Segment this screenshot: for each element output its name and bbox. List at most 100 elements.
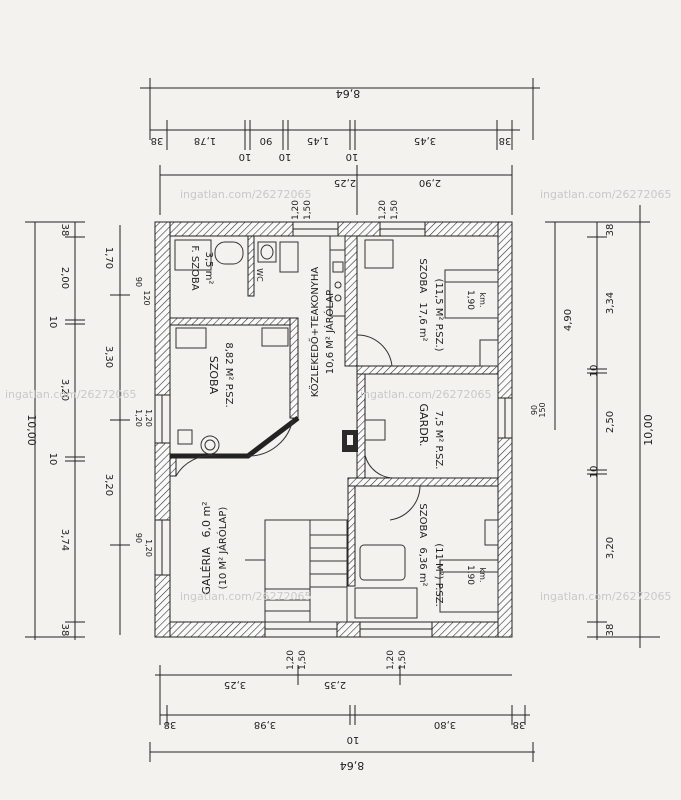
- gallery-name: GALÉRIA: [200, 547, 213, 595]
- top-chain-1: 1,78: [194, 135, 216, 146]
- bedroom-bottom-right-note: (11 M²) P.SZ.: [433, 543, 444, 607]
- left-chain-4: 10: [47, 453, 58, 466]
- watermark-1: ingatlan.com/26272065: [180, 188, 312, 201]
- bottom-opening-a-1: 1,20: [286, 650, 296, 670]
- left-inner-1: 3,30: [103, 346, 114, 368]
- left-inner-2: 3,20: [103, 474, 114, 496]
- right-opening-0: 90: [530, 405, 539, 415]
- bedroom-top-right-note: (11,5 M² P.SZ.): [433, 278, 444, 351]
- bedroom-top-right-furniture: [356, 239, 499, 367]
- left-opening-2: 1,20: [134, 409, 143, 427]
- bed-bottom-length: 1,90: [465, 565, 475, 585]
- watermark-2: ingatlan.com/26272065: [540, 188, 672, 201]
- left-opening-4: 1,20: [144, 539, 153, 557]
- bottom-inner-right: 2,35: [324, 679, 346, 690]
- bottom-chain-1: 3,98: [254, 719, 276, 730]
- bedroom-bottom-right-furniture: [354, 485, 499, 619]
- bottom-chain-2: 10: [347, 734, 360, 745]
- bedroom-bottom-right-area: 6,36 m²: [417, 547, 428, 586]
- right-chain-2: 10: [589, 365, 600, 378]
- bedroom-left-area: 8,82 M² P.SZ.: [223, 342, 234, 407]
- bedroom-bottom-right-name: SZOBA: [417, 503, 428, 538]
- small-room-area: 3,5 m²: [203, 252, 214, 285]
- top-total-dimension: 8,64: [336, 87, 361, 100]
- exterior-walls: [154, 221, 513, 638]
- watermark-4: ingatlan.com/26272065: [360, 388, 492, 401]
- bed-bottom-unit: km.: [478, 568, 487, 583]
- bedroom-bottom-right-name-area: SZOBA 6,36 m²: [417, 503, 428, 586]
- bed-top-unit: km.: [478, 293, 487, 308]
- right-dimension-lines: [545, 205, 660, 648]
- bottom-opening-b-1: 1,50: [298, 650, 308, 670]
- gallery-name-area: GALÉRIA 6,0 m²: [200, 501, 213, 594]
- top-opening-a-1: 1,20: [291, 200, 301, 220]
- left-chain-0: 38: [59, 224, 70, 237]
- top-chain-dimensions: 38 1,78 10 90 10 1,45 10 3,45 38: [151, 135, 512, 162]
- top-dimension-lines: [140, 78, 540, 215]
- right-chain-dimensions: 38 3,34 10 2,50 10 3,20 38: [589, 224, 616, 637]
- left-inner-0: 1,70: [103, 247, 114, 269]
- left-opening-5: 90: [134, 533, 143, 543]
- gallery-area: 6,0 m²: [200, 501, 213, 537]
- interior-walls: [169, 235, 499, 587]
- wc-label: WC: [255, 268, 264, 282]
- left-chain-6: 38: [59, 624, 70, 637]
- top-inner-left: 2,25: [334, 177, 356, 188]
- left-chain-1: 2,00: [59, 267, 70, 289]
- left-chain-dimensions: 38 2,00 10 3,20 10 3,74 38: [47, 224, 70, 637]
- left-chain-3: 3,20: [59, 379, 70, 401]
- bottom-dimension-lines: [149, 665, 535, 762]
- bottom-chain-dimensions: 38 3,98 10 3,80 38: [164, 719, 526, 745]
- top-chain-3: 90: [260, 135, 273, 146]
- bottom-chain-0: 38: [164, 719, 177, 730]
- wardrobe-area: 7,5 M² P.SZ.: [433, 411, 444, 470]
- right-chain-4: 10: [589, 466, 600, 479]
- small-room-name: F. SZOBA: [189, 245, 200, 290]
- gallery-note: (10 M² JÁRÓLAP): [216, 507, 229, 590]
- bedroom-top-right-area: 17,6 m²: [417, 302, 428, 341]
- watermarks: ingatlan.com/26272065 ingatlan.com/26272…: [5, 188, 672, 603]
- top-chain-4: 10: [279, 151, 292, 162]
- left-chain-5: 3,74: [59, 529, 70, 551]
- bedroom-top-right-name-area: SZOBA 17,6 m²: [417, 258, 428, 341]
- wardrobe-name: GARDR.: [417, 404, 430, 447]
- top-chain-0: 38: [151, 135, 164, 146]
- bathroom-fixtures: [174, 239, 299, 273]
- bed-top-length: 1,90: [465, 290, 475, 310]
- right-total-dimension: 10,00: [642, 414, 655, 446]
- left-chain-2: 10: [47, 316, 58, 329]
- right-opening-1: 150: [538, 402, 547, 417]
- wardrobe-room-furniture: [364, 419, 396, 479]
- top-opening-a-2: 1,20: [378, 200, 388, 220]
- gallery-door: [175, 455, 217, 477]
- left-opening-3: 1,20: [144, 409, 153, 427]
- left-opening-1: 120: [142, 290, 151, 305]
- left-dimension-lines: [25, 221, 130, 640]
- watermark-3: ingatlan.com/26272065: [5, 388, 137, 401]
- bedroom-left-name: SZOBA: [207, 356, 220, 395]
- right-chain-6: 38: [605, 624, 616, 637]
- top-opening-b-2: 1,50: [390, 200, 400, 220]
- top-chain-5: 1,45: [307, 135, 329, 146]
- bottom-opening-a-2: 1,20: [386, 650, 396, 670]
- right-chain-1: 3,34: [605, 292, 616, 314]
- bottom-chain-4: 38: [513, 719, 526, 730]
- hall-area: 10,6 M² JÁRÓLAP: [323, 290, 336, 374]
- room-labels: F. SZOBA 3,5 m² WC SZOBA 8,82 M² P.SZ. G…: [189, 245, 487, 606]
- kitchen-counter: [329, 235, 346, 317]
- right-inner-0: 4,90: [563, 309, 574, 331]
- top-chain-2: 10: [239, 151, 252, 162]
- top-chain-8: 38: [499, 135, 512, 146]
- right-chain-5: 3,20: [605, 537, 616, 559]
- left-opening-0: 90: [134, 277, 143, 287]
- watermark-5: ingatlan.com/26272065: [180, 590, 312, 603]
- top-inner-right: 2,90: [419, 177, 441, 188]
- bottom-chain-3: 3,80: [434, 719, 456, 730]
- bottom-inner-left: 3,25: [224, 679, 246, 690]
- top-opening-b-1: 1,50: [303, 200, 313, 220]
- bottom-opening-b-2: 1,50: [398, 650, 408, 670]
- hall-name: KÖZLEKEDŐ+TEAKONYHA: [307, 267, 321, 398]
- staircase: [245, 519, 348, 623]
